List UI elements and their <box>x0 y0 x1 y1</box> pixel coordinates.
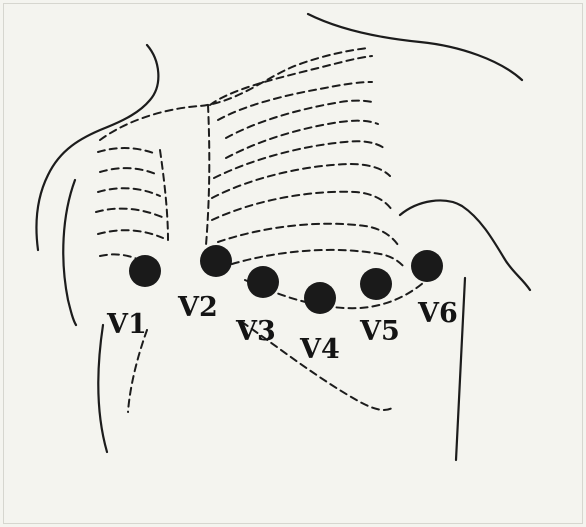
right-rib-2 <box>218 82 372 120</box>
right-rib-7 <box>212 192 392 220</box>
label-v6: V6 <box>417 298 458 329</box>
label-v4: V4 <box>299 334 340 365</box>
body-outline <box>36 14 530 460</box>
label-v3: V3 <box>235 316 276 347</box>
right-rib-1 <box>210 56 372 105</box>
left-torso-line <box>98 325 107 452</box>
costal-margin-left <box>128 330 147 412</box>
right-rib-8 <box>218 224 398 245</box>
electrode-v5 <box>360 268 392 300</box>
electrode-v3 <box>247 266 279 298</box>
right-rib-5 <box>214 141 384 178</box>
electrode-labels: V1 V2 V3 V4 V5 V6 <box>106 292 458 365</box>
label-v1: V1 <box>106 309 147 340</box>
electrode-v4 <box>304 282 336 314</box>
sternum-left-line <box>160 150 168 240</box>
electrodes <box>129 245 443 314</box>
label-v2: V2 <box>177 292 218 323</box>
left-rib-2 <box>100 168 158 175</box>
sternum-right-line <box>206 105 209 245</box>
clavicle-line <box>100 48 368 140</box>
neck-left-line <box>36 45 158 250</box>
label-v5: V5 <box>359 316 400 347</box>
right-rib-3 <box>226 101 372 138</box>
left-arm-line <box>63 180 76 325</box>
left-rib-3 <box>98 188 160 196</box>
electrode-v6 <box>411 250 443 282</box>
electrode-v1 <box>129 255 161 287</box>
neck-right-line <box>308 14 522 80</box>
left-rib-5 <box>98 230 163 238</box>
left-rib-1 <box>98 148 156 154</box>
electrode-v2 <box>200 245 232 277</box>
right-rib-9 <box>232 250 405 268</box>
left-rib-4 <box>96 209 162 217</box>
